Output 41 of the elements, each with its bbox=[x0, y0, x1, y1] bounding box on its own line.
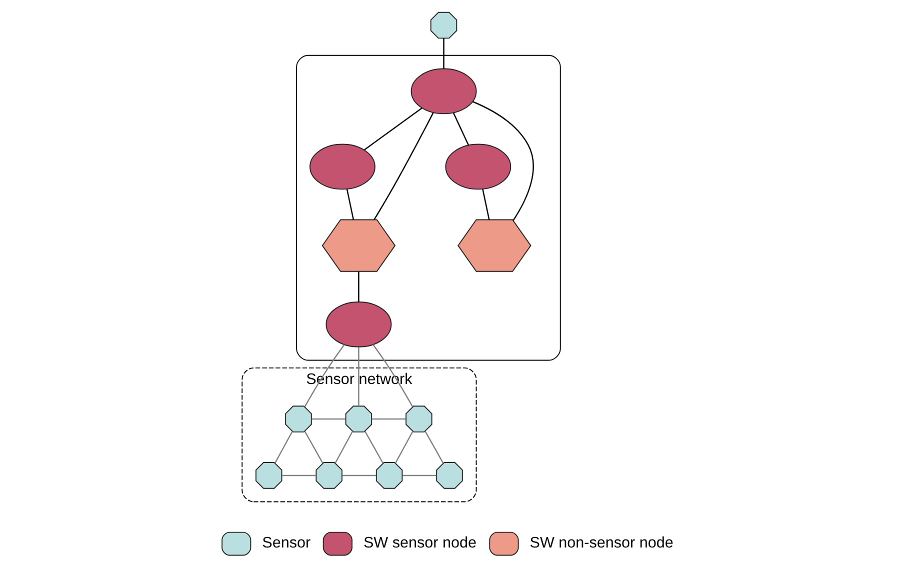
node-hexagon bbox=[458, 219, 532, 272]
node-octagon bbox=[436, 462, 463, 489]
node-octagon bbox=[376, 462, 403, 489]
node-octagon bbox=[316, 462, 342, 489]
connector bbox=[342, 474, 376, 476]
connector bbox=[372, 344, 414, 408]
connector bbox=[346, 188, 354, 220]
node-octagon bbox=[285, 406, 312, 432]
connector bbox=[358, 272, 360, 302]
connector bbox=[472, 101, 534, 221]
connector bbox=[402, 474, 436, 476]
legend-label: SW sensor node bbox=[363, 534, 476, 552]
connector bbox=[312, 418, 346, 420]
connector bbox=[374, 112, 434, 220]
node-octagon bbox=[255, 462, 282, 489]
legend-label: SW non-sensor node bbox=[530, 534, 674, 552]
connector bbox=[452, 112, 470, 146]
connector bbox=[282, 474, 316, 476]
connector bbox=[424, 430, 444, 464]
node-hexagon bbox=[322, 219, 396, 272]
node-octagon bbox=[345, 406, 372, 432]
node-ellipse bbox=[326, 302, 392, 348]
connector bbox=[334, 431, 354, 464]
connector bbox=[482, 188, 490, 220]
connector bbox=[364, 107, 422, 150]
connector bbox=[358, 347, 360, 406]
connector bbox=[304, 431, 324, 464]
connector bbox=[364, 431, 384, 464]
cluster: Sensor network bbox=[242, 367, 477, 502]
node-octagon bbox=[406, 406, 432, 432]
node-octagon bbox=[430, 12, 458, 39]
node-ellipse bbox=[410, 68, 477, 114]
connector bbox=[394, 431, 414, 464]
cluster bbox=[296, 54, 561, 361]
connector bbox=[443, 38, 444, 69]
connector bbox=[274, 431, 293, 464]
node-ellipse bbox=[309, 144, 376, 190]
connector bbox=[372, 418, 406, 420]
node-ellipse bbox=[445, 144, 512, 190]
legend-label: Sensor bbox=[262, 534, 311, 552]
connector bbox=[304, 344, 345, 408]
